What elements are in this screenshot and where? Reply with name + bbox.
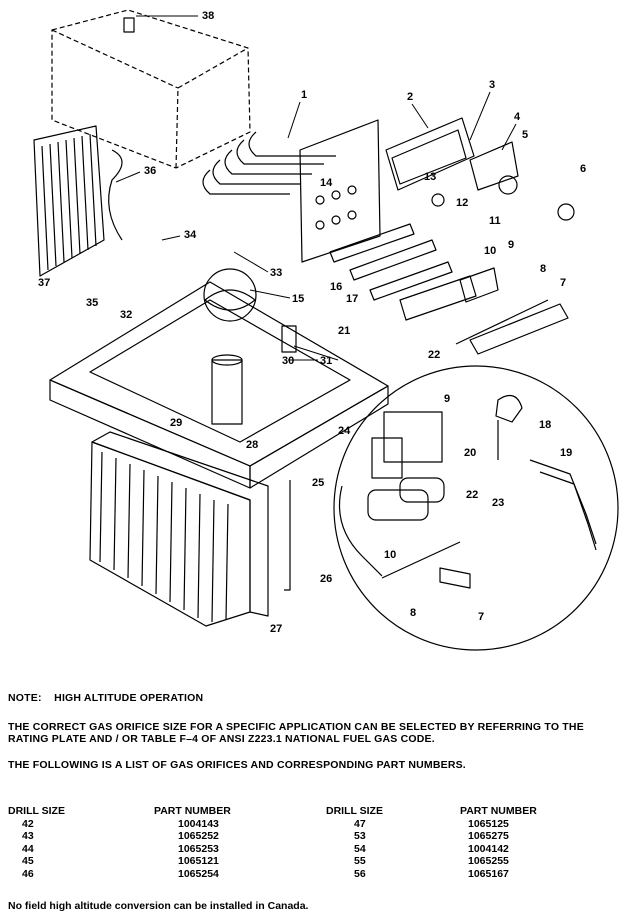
leader-lines	[115, 15, 517, 361]
table-cell: 43	[22, 830, 34, 843]
callout-labels: 38 1 2 3 4 5 6 36 14 13 12 11 34 33 10 9…	[38, 10, 586, 635]
note-paragraph-2: THE FOLLOWING IS A LIST OF GAS ORIFICES …	[8, 758, 466, 771]
footer-note: No field high altitude conversion can be…	[8, 900, 309, 912]
callout-label: 22	[466, 489, 478, 501]
table-header: DRILL SIZE	[326, 805, 383, 817]
base-pan-drawing	[49, 268, 389, 489]
table-cell: 1004143	[178, 818, 219, 830]
callout-label: 22	[428, 349, 440, 361]
table-cell: 1065253	[178, 842, 219, 855]
table-cell: 1065255	[468, 855, 509, 868]
callout-label: 30	[282, 355, 294, 367]
callout-label: 32	[120, 309, 132, 321]
table-header: PART NUMBER	[460, 805, 537, 817]
table-cell: 47	[354, 818, 366, 830]
callout-label: 5	[522, 129, 528, 141]
callout-label: 15	[292, 293, 304, 305]
note-paragraph-1: THE CORRECT GAS ORIFICE SIZE FOR A SPECI…	[8, 720, 584, 746]
callout-label: 11	[489, 215, 501, 227]
callout-label: 33	[270, 267, 282, 279]
callout-label: 19	[560, 447, 572, 459]
table-cell: 1004142	[468, 842, 509, 855]
callout-label: 34	[184, 229, 197, 241]
table-cell: 46	[22, 867, 34, 880]
condenser-coil-drawing	[33, 125, 123, 277]
callout-label: 35	[86, 297, 98, 309]
table-header: DRILL SIZE	[8, 805, 65, 817]
table-cell: 45	[22, 855, 34, 868]
callout-label: 4	[514, 111, 521, 123]
table-cell: 44	[22, 842, 34, 855]
callout-label: 9	[444, 393, 450, 405]
callout-label: 17	[346, 293, 358, 305]
burner-box-drawing	[385, 117, 575, 221]
table-column-right-part: PART NUMBER 1065125 1065275 1004142 1065…	[460, 804, 537, 880]
callout-label: 37	[38, 277, 50, 289]
callout-label: 1	[301, 89, 307, 101]
callout-label: 10	[384, 549, 396, 561]
table-cell: 1065167	[468, 867, 509, 880]
callout-label: 29	[170, 417, 182, 429]
table-column-left-part: PART NUMBER 1004143 1065252 1065253 1065…	[154, 804, 231, 880]
table-cell: 1065275	[468, 830, 509, 843]
callout-label: 38	[202, 10, 214, 22]
heat-exchanger-drawing	[202, 119, 381, 263]
callout-label: 8	[410, 607, 416, 619]
callout-label: 16	[330, 281, 342, 293]
notes-section: NOTE: HIGH ALTITUDE OPERATION THE CORREC…	[8, 692, 618, 784]
table-cell: 1065121	[178, 855, 219, 868]
callout-label: 14	[320, 177, 333, 189]
table-column-right-drill: DRILL SIZE 47 53 54 55 56	[326, 804, 383, 880]
callout-label: 18	[539, 419, 551, 431]
table-cell: 1065254	[178, 867, 219, 880]
callout-label: 8	[540, 263, 546, 275]
callout-label: 23	[492, 497, 504, 509]
callout-label: 7	[560, 277, 566, 289]
note-heading-text: HIGH ALTITUDE OPERATION	[54, 692, 204, 704]
callout-label: 3	[489, 79, 495, 91]
callout-label: 6	[580, 163, 586, 175]
table-cell: 54	[354, 842, 366, 855]
callout-label: 7	[478, 611, 484, 623]
lower-coil-drawing	[89, 431, 291, 627]
gas-valve-detail-drawing	[333, 365, 619, 651]
callout-label: 27	[270, 623, 282, 635]
table-header: PART NUMBER	[154, 805, 231, 817]
note-label: NOTE:	[8, 692, 42, 704]
callout-label: 2	[407, 91, 413, 103]
table-cell: 42	[22, 818, 34, 830]
callout-label: 10	[484, 245, 496, 257]
note-heading: NOTE: HIGH ALTITUDE OPERATION	[8, 692, 618, 705]
rail-drawing	[455, 299, 569, 355]
callout-label: 9	[508, 239, 514, 251]
callout-label: 20	[464, 447, 476, 459]
manifold-drawing	[329, 223, 499, 321]
callout-label: 12	[456, 197, 468, 209]
callout-label: 28	[246, 439, 258, 451]
callout-label: 24	[338, 425, 351, 437]
table-cell: 55	[354, 855, 366, 868]
top-cover-drawing	[51, 9, 251, 169]
callout-label: 31	[320, 355, 332, 367]
callout-label: 26	[320, 573, 332, 585]
callout-label: 25	[312, 477, 324, 489]
callout-label: 21	[338, 325, 350, 337]
table-cell: 56	[354, 867, 366, 880]
table-cell: 1065252	[178, 830, 219, 843]
table-cell: 1065125	[468, 818, 509, 830]
callout-label: 13	[424, 171, 436, 183]
exploded-parts-diagram: 38 1 2 3 4 5 6 36 14 13 12 11 34 33 10 9…	[33, 9, 619, 651]
callout-label: 36	[144, 165, 156, 177]
table-column-left-drill: DRILL SIZE 42 43 44 45 46	[8, 804, 65, 880]
table-cell: 53	[354, 830, 366, 843]
